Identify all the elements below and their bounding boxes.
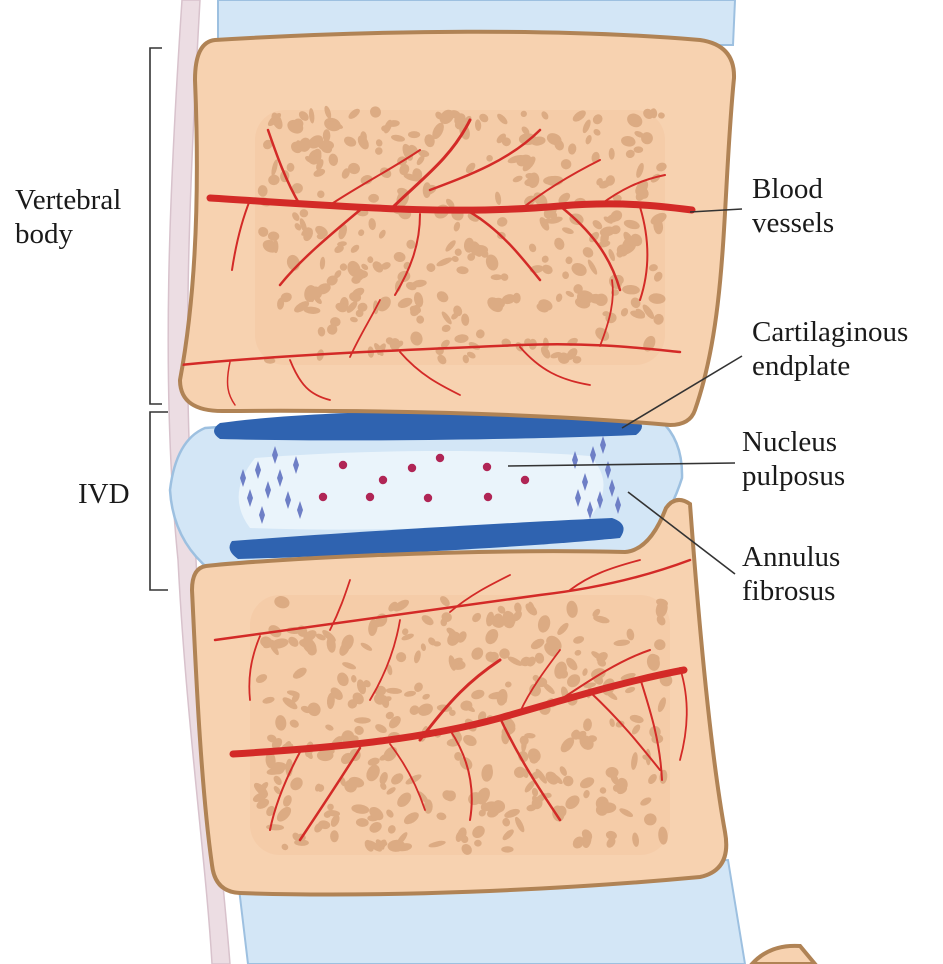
vertebral-body-label-line2: body [15,217,121,251]
nucleus-cell [379,476,387,484]
cartilaginous-endplate-label-line2: endplate [752,349,908,383]
nucleus-pulposus [239,451,604,530]
nucleus-cell [319,493,327,501]
blood-vessels-label-line1: Blood [752,172,834,206]
cartilaginous-endplate-label: Cartilaginous endplate [752,315,908,383]
trabecular-spot [330,830,339,842]
nucleus-cell [521,476,529,484]
vertebral-body-label-line1: Vertebral [15,183,121,217]
nucleus-cell [339,461,347,469]
trabecular-spot [408,131,420,138]
nucleus-cell [436,454,444,462]
blood-vessels-label: Blood vessels [752,172,834,240]
ivd-label: IVD [78,477,130,511]
vertebral-body-label: Vertebral body [15,183,121,251]
annulus-fibrosus-label-line1: Annulus [742,540,840,574]
nucleus-pulposus-label: Nucleus pulposus [742,425,845,493]
nucleus-pulposus-label-line1: Nucleus [742,425,845,459]
nucleus-pulposus-label-line2: pulposus [742,459,845,493]
nucleus-cell [366,493,374,501]
ivd-label-text: IVD [78,477,130,511]
ivd-bracket [150,412,168,590]
blood-vessels-label-line2: vessels [752,206,834,240]
trabecular-spot [501,846,513,852]
nucleus-cell [424,494,432,502]
annulus-fibrosus-label: Annulus fibrosus [742,540,840,608]
cartilaginous-endplate-label-line1: Cartilaginous [752,315,908,349]
nucleus-cell [484,493,492,501]
vertebral-body-bracket [150,48,162,404]
annulus-fibrosus-label-line2: fibrosus [742,574,840,608]
lower-vertebra-corner [752,946,815,964]
nucleus-cell [483,463,491,471]
trabecular-spot [354,717,371,723]
nucleus-cell [408,464,416,472]
